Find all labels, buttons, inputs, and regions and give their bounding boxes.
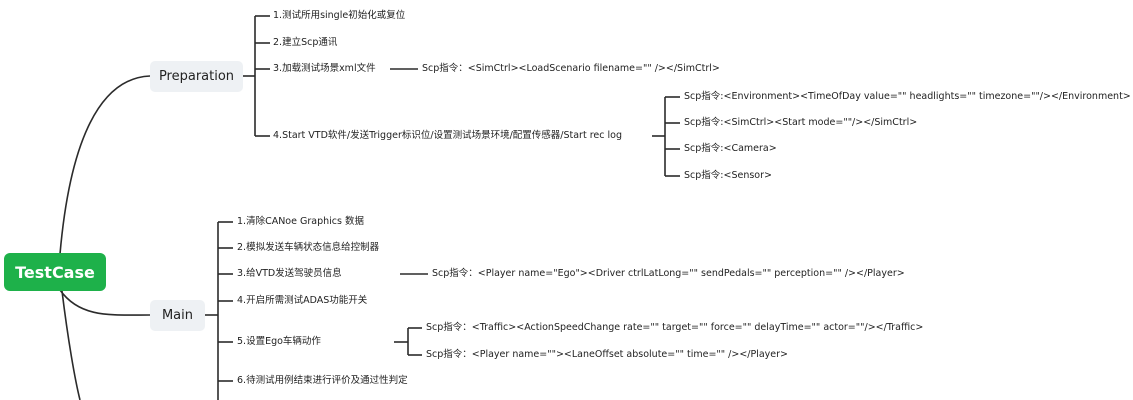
preparation-item-4-detail-4: Scp指令:<Sensor> (684, 170, 772, 181)
preparation-item-4: 4.Start VTD软件/发送Trigger标识位/设置测试场景环境/配置传感… (273, 130, 622, 141)
main-item-1: 1.清除CANoe Graphics 数据 (237, 216, 364, 227)
preparation-item-3-detail: Scp指令：<SimCtrl><LoadScenario filename=""… (422, 63, 720, 74)
preparation-item-4-detail-2: Scp指令:<SimCtrl><Start mode=""/></SimCtrl… (684, 117, 918, 128)
preparation-item-4-detail-1: Scp指令:<Environment><TimeOfDay value="" h… (684, 91, 1131, 102)
preparation-item-4-detail-3: Scp指令:<Camera> (684, 143, 777, 154)
root-to-main-connector (59, 289, 151, 316)
main-item-5-detail-2: Scp指令：<Player name=""><LaneOffset absolu… (426, 349, 789, 360)
preparation-item-2: 2.建立Scp通讯 (273, 37, 338, 48)
preparation-item-3: 3.加载测试场景xml文件 (273, 63, 376, 74)
main-item-5-detail-1: Scp指令：<Traffic><ActionSpeedChange rate="… (426, 322, 924, 333)
main-item-3: 3.给VTD发送驾驶员信息 (237, 268, 342, 279)
main-item-3-detail: Scp指令：<Player name="Ego"><Driver ctrlLat… (432, 268, 905, 279)
main-node[interactable]: Main (150, 300, 205, 331)
root-to-offscreen-connector (61, 290, 81, 400)
root-to-preparation-connector (59, 75, 151, 255)
main-item-5: 5.设置Ego车辆动作 (237, 336, 321, 347)
preparation-item-1: 1.测试所用single初始化或复位 (273, 10, 406, 21)
main-item-4: 4.开启所需测试ADAS功能开关 (237, 295, 368, 306)
preparation-node[interactable]: Preparation (150, 61, 243, 92)
main-item-2: 2.模拟发送车辆状态信息给控制器 (237, 242, 380, 253)
main-item-6: 6.待测试用例结束进行评价及通过性判定 (237, 375, 408, 386)
root-node[interactable]: TestCase (4, 253, 106, 291)
